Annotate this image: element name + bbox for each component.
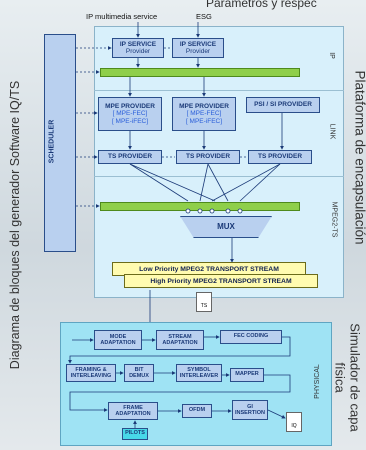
right-title-top: Plataforma de encapsulación: [352, 70, 366, 245]
psi-si-label: PSI / SI PROVIDER: [254, 101, 312, 109]
fec-coding: FEC CODING: [220, 330, 282, 344]
high-priority-stream: High Priority MPEG2 TRANSPORT STREAM: [124, 274, 318, 288]
ip-service-1-line2: Provider: [125, 48, 151, 55]
mpe-2-sub1: [ MPE-FEC]: [186, 110, 222, 118]
mpe-1-sub1: [ MPE-FEC]: [112, 110, 148, 118]
ts-provider-3-label: TS PROVIDER: [257, 153, 303, 161]
ts-provider-1: TS PROVIDER: [98, 150, 162, 164]
gi-insertion-label: GI INSERTION: [235, 404, 265, 416]
ip-service-1-line1: IP SERVICE: [119, 40, 157, 48]
mpeg-layer-label: MPEG2-TS: [330, 201, 338, 238]
fec-coding-label: FEC CODING: [233, 333, 269, 340]
ts-provider-2: TS PROVIDER: [176, 150, 240, 164]
ip-multimedia-label: IP multimedia service: [86, 12, 158, 21]
mapper-label: MAPPER: [235, 371, 259, 378]
iq-document-icon: IQ: [286, 412, 302, 432]
mode-adaptation: MODE ADAPTATION: [94, 330, 142, 350]
mpe-provider-1: MPE PROVIDER [ MPE-FEC] [ MPE-iFEC]: [98, 97, 162, 131]
ip-service-2-line2: Provider: [185, 48, 211, 55]
mode-adaptation-label: MODE ADAPTATION: [100, 334, 136, 346]
ip-service-2-line1: IP SERVICE: [179, 40, 217, 48]
esg-label: ESG: [196, 12, 212, 21]
bit-demux: BIT DEMUX: [124, 364, 154, 382]
psi-si-provider: PSI / SI PROVIDER: [246, 97, 320, 113]
left-title: Diagrama de bloques del generador Softwa…: [8, 80, 22, 370]
ip-service-provider-2: IP SERVICE Provider: [172, 38, 224, 58]
mpe-2-sub2: [ MPE-iFEC]: [185, 117, 223, 125]
ofdm: OFDM: [182, 404, 212, 418]
pilots-label: PILOTS: [125, 430, 145, 437]
ip-link-separator: [94, 90, 344, 91]
link-layer-label: LINK: [328, 123, 336, 140]
mpe-1-sub2: [ MPE-iFEC]: [111, 117, 149, 125]
ts-provider-1-label: TS PROVIDER: [107, 153, 153, 161]
ip-service-provider-1: IP SERVICE Provider: [112, 38, 164, 58]
iq-doc-label: IQ: [291, 423, 297, 429]
stream-adaptation-label: STREAM ADAPTATION: [162, 334, 198, 346]
mpe-2-title: MPE PROVIDER: [179, 102, 229, 110]
mux-label: MUX: [217, 222, 235, 231]
ofdm-label: OFDM: [188, 407, 206, 414]
ts-provider-3: TS PROVIDER: [248, 150, 312, 164]
ip-layer-label: IP: [327, 52, 335, 59]
bit-demux-label: BIT DEMUX: [129, 367, 149, 379]
symbol-interleaver: SYMBOL INTERLEAVER: [176, 364, 222, 382]
physical-layer-label: PHYSICAL: [313, 364, 321, 399]
pilots: PILOTS: [122, 428, 148, 440]
scheduler-block: [44, 34, 76, 252]
framing-interleaving-label: FRAMING & INTERLEAVING: [70, 367, 112, 379]
stream-adaptation: STREAM ADAPTATION: [156, 330, 204, 350]
scheduler-label: SCHEDULER: [48, 119, 56, 164]
frame-adaptation-label: FRAME ADAPTATION: [115, 405, 151, 417]
gi-insertion: GI INSERTION: [232, 400, 268, 420]
framing-interleaving: FRAMING & INTERLEAVING: [66, 364, 116, 382]
right-title-bottom-1: Simulador de capa: [347, 323, 363, 432]
frame-adaptation: FRAME ADAPTATION: [108, 402, 158, 420]
right-title-bottom-2: física: [332, 362, 348, 393]
ts-document-icon: TS: [196, 292, 212, 312]
symbol-interleaver-label: SYMBOL INTERLEAVER: [179, 367, 219, 379]
top-caption: Parámetros y respec: [206, 0, 317, 10]
ip-bus-bar: [100, 68, 300, 77]
ts-provider-2-label: TS PROVIDER: [185, 153, 231, 161]
mpe-provider-2: MPE PROVIDER [ MPE-FEC] [ MPE-iFEC]: [172, 97, 236, 131]
mapper: MAPPER: [230, 368, 264, 382]
link-mpeg-separator: [94, 176, 344, 177]
mpeg-bus-bar: [100, 202, 300, 211]
ts-doc-label: TS: [200, 303, 208, 309]
mpe-1-title: MPE PROVIDER: [105, 102, 155, 110]
